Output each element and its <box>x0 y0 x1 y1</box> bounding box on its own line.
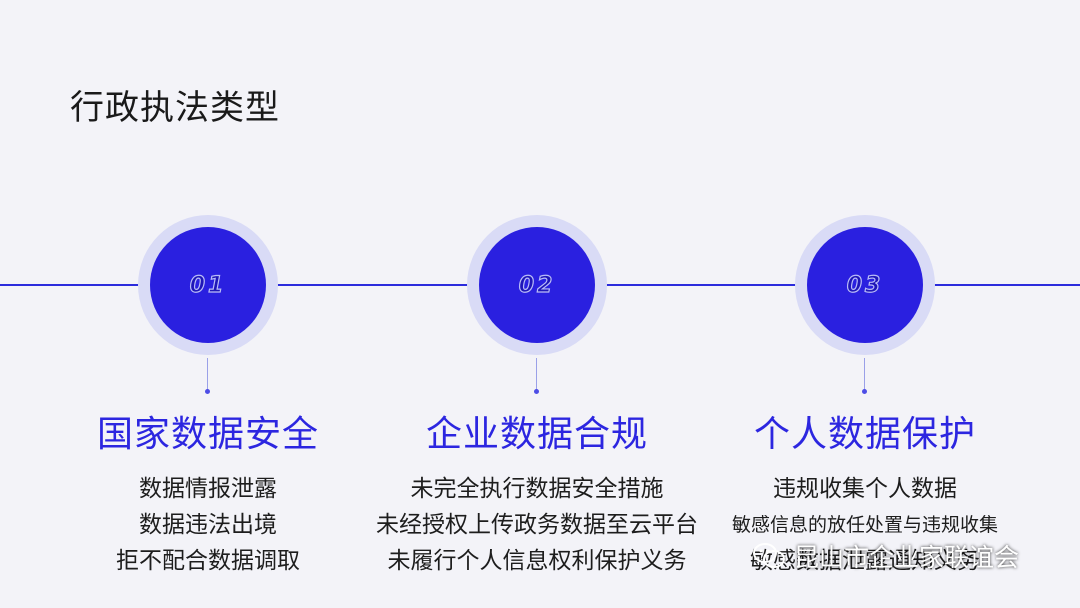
list-item: 数据违法出境 <box>139 512 277 538</box>
step-circle-3: 03 <box>795 215 935 355</box>
category-column-3: 个人数据保护 违规收集个人数据 敏感信息的放任处置与违规收集 敏感数据泄露通知义… <box>685 405 1045 579</box>
connector-line-2 <box>536 358 537 390</box>
step-number-2: 02 <box>518 272 556 298</box>
category-title-3: 个人数据保护 <box>753 414 976 455</box>
list-item: 未完全执行数据安全措施 <box>410 476 664 502</box>
category-title-1: 国家数据安全 <box>96 414 319 455</box>
wechat-icon <box>753 543 785 568</box>
list-item: 拒不配合数据调取 <box>116 548 300 574</box>
step-circle-2: 02 <box>467 215 607 355</box>
list-item: 未履行个人信息权利保护义务 <box>387 548 687 574</box>
list-item: 违规收集个人数据 <box>773 476 957 502</box>
list-item: 未经授权上传政务数据至云平台 <box>376 512 698 538</box>
step-number-1: 01 <box>189 272 227 298</box>
category-column-2: 企业数据合规 未完全执行数据安全措施 未经授权上传政务数据至云平台 未履行个人信… <box>357 405 717 579</box>
connector-dot-3 <box>862 389 867 394</box>
list-item: 敏感数据泄露通知义务 <box>750 548 980 574</box>
category-title-2: 企业数据合规 <box>425 414 648 455</box>
step-circle-1: 01 <box>138 215 278 355</box>
page-title: 行政执法类型 <box>70 88 280 128</box>
connector-dot-2 <box>534 389 539 394</box>
step-number-3: 03 <box>846 272 884 298</box>
list-item: 数据情报泄露 <box>139 476 277 502</box>
connector-line-1 <box>207 358 208 390</box>
watermark: 昆山市企业家联谊会 <box>752 538 1019 574</box>
connector-line-3 <box>864 358 865 390</box>
category-column-1: 国家数据安全 数据情报泄露 数据违法出境 拒不配合数据调取 <box>28 405 388 579</box>
watermark-text: 昆山市企业家联谊会 <box>794 543 1020 572</box>
list-item: 敏感信息的放任处置与违规收集 <box>731 514 998 536</box>
connector-dot-1 <box>205 389 210 394</box>
